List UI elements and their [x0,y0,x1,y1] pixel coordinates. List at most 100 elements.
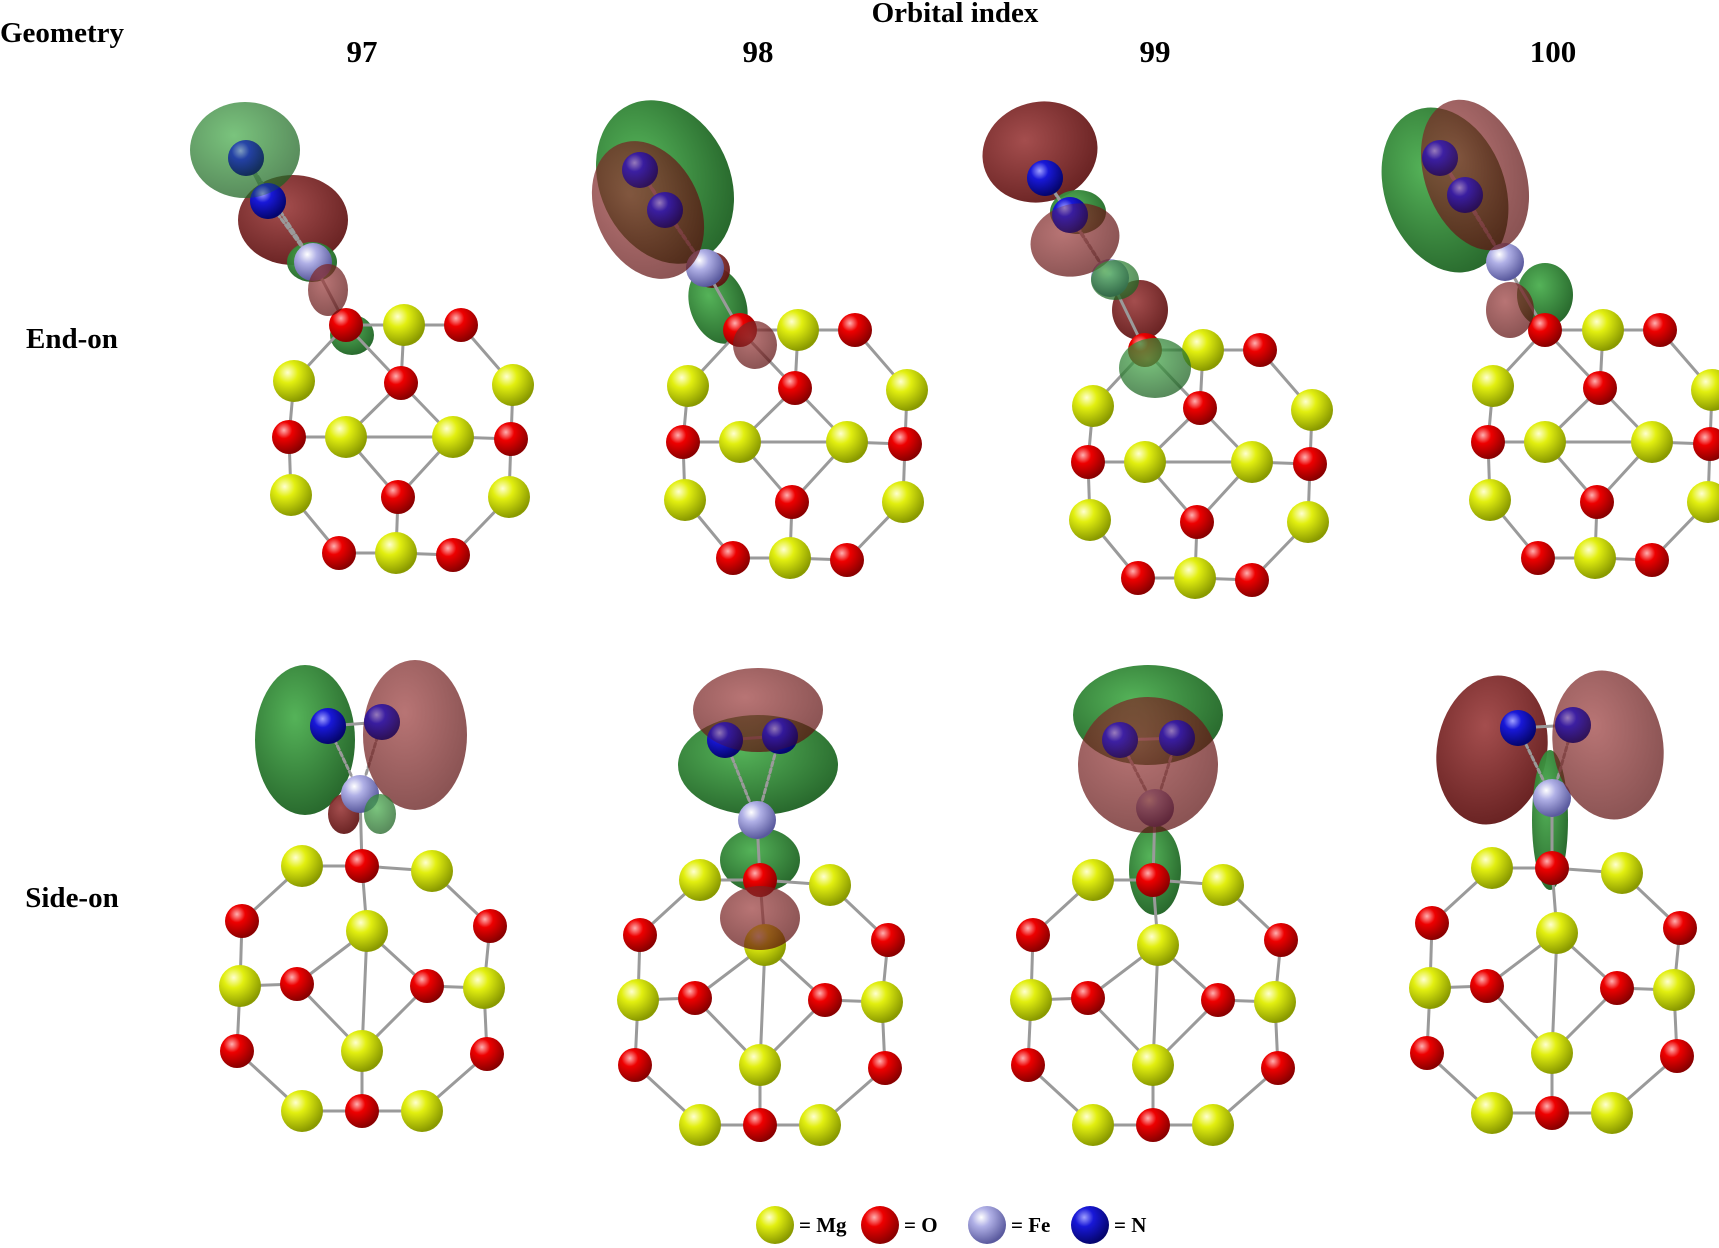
o-atom [1136,1108,1170,1142]
n-atom-overlay [1102,722,1138,758]
mg-atom [219,965,261,1007]
negative-orbital-lobe [308,264,348,316]
panel-end-on-98 [591,100,928,579]
lobes-front [190,102,348,316]
o-atom [225,904,259,938]
mg-atom [1137,924,1179,966]
mg-atom [799,1104,841,1146]
o-atom [1471,425,1505,459]
o-atom [1535,851,1569,885]
mg-atom [1653,969,1695,1011]
n-atom-overlay [647,192,683,228]
n-atom-overlay [310,708,346,744]
atoms [617,718,905,1146]
o-atom [808,983,842,1017]
mg-atom [1524,421,1566,463]
o-atom [436,538,470,572]
o-atom [1180,505,1214,539]
legend-label-mg: = Mg [799,1213,847,1237]
mg-atom [1409,967,1451,1009]
lobes-front [1420,99,1534,338]
orbital-index-97: 97 [347,34,378,69]
mg-atom [1601,852,1643,894]
o-atom [1528,313,1562,347]
mg-atom [1124,441,1166,483]
row-label-side-on: Side-on [25,882,118,914]
mg-atom [325,416,367,458]
mg-atom [739,1044,781,1086]
o-atom [1410,1036,1444,1070]
mg-atom [679,1104,721,1146]
legend-n: = N [1071,1206,1146,1244]
row-label-end-on: End-on [26,323,118,355]
atoms [1409,707,1697,1134]
mg-atom [273,360,315,402]
mg-atom [1469,479,1511,521]
mg-atom [1069,499,1111,541]
panel-end-on-99 [982,101,1333,599]
o-atom [272,420,306,454]
orbital-index-98: 98 [743,34,774,69]
mg-atom [826,421,868,463]
mg-atom [617,979,659,1021]
negative-orbital-lobe [1486,282,1534,338]
lobes-front [1078,697,1218,833]
mg-atom [719,421,761,463]
o-atom [1264,923,1298,957]
mg-atom [346,910,388,952]
o-atom [345,1094,379,1128]
o-atom [1583,371,1617,405]
n-atom-overlay [762,718,798,754]
o-atom [1183,391,1217,425]
mg-atom [1536,912,1578,954]
mg-atom [411,850,453,892]
o-atom [220,1034,254,1068]
negative-orbital-lobe [733,321,777,369]
mg-atom [1072,1104,1114,1146]
o-atom [716,541,750,575]
o-atom [1016,918,1050,952]
negative-orbital-lobe [1420,99,1530,251]
orbital-index-99: 99 [1140,34,1171,69]
o-atom [322,536,356,570]
negative-orbital-lobe [720,886,800,950]
o-atom [618,1048,652,1082]
negative-orbital-lobe [1078,697,1218,833]
panel-side-on-98 [617,668,905,1146]
o-atom [329,308,363,342]
fe-atom [738,801,776,839]
mg-atom [1132,1044,1174,1086]
mg-atom [1202,864,1244,906]
fe-atom [1533,779,1571,817]
geometry-header: Geometry [0,17,124,49]
mg-atom [1287,501,1329,543]
mg-atom [861,981,903,1023]
o-atom [410,969,444,1003]
o-atom [444,308,478,342]
positive-orbital-lobe [255,665,355,815]
o-atom [381,480,415,514]
legend-label-o: = O [904,1213,938,1237]
mg-atom [1192,1104,1234,1146]
mg-atom [1291,389,1333,431]
n-atom-overlay [1500,710,1536,746]
o-atom [1415,906,1449,940]
mg-atom [1010,979,1052,1021]
mg-atom [667,365,709,407]
o-atom [1261,1051,1295,1085]
legend-fe: = Fe [968,1206,1050,1244]
fe-atom [1486,243,1524,281]
o-atom [1121,561,1155,595]
o-atom [1470,969,1504,1003]
mg-atom [679,859,721,901]
legend-mg: = Mg [756,1206,847,1244]
mg-atom [270,474,312,516]
n-legend-swatch [1071,1206,1109,1244]
positive-orbital-lobe [1119,338,1191,398]
mg-atom [1182,329,1224,371]
mg-atom [375,532,417,574]
mg-atom [463,967,505,1009]
legend-label-n: = N [1114,1213,1146,1237]
o-atom [384,366,418,400]
